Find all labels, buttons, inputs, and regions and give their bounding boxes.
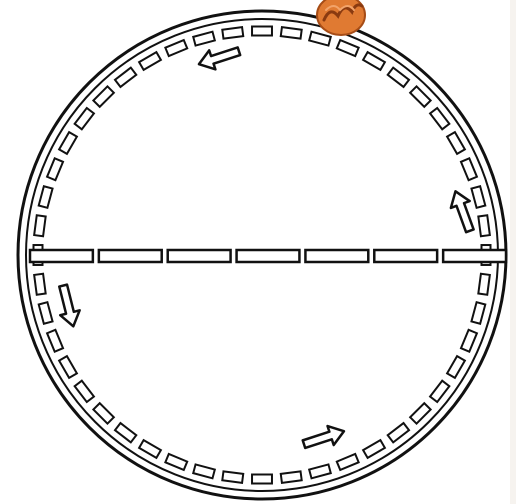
ring-segment — [193, 464, 215, 478]
ring-segment — [115, 68, 136, 87]
diameter-segment — [305, 250, 368, 262]
ring-segment — [59, 356, 77, 378]
ring-segment — [39, 302, 53, 324]
ring-segment — [471, 302, 485, 324]
diameter-segment — [237, 250, 300, 262]
ring-segment — [165, 454, 187, 470]
ring-segment — [478, 215, 490, 236]
ring-segment — [410, 403, 430, 423]
ring-segment — [75, 108, 94, 129]
ring-segment — [461, 330, 477, 352]
ring-segment — [461, 158, 477, 180]
ring-segment — [281, 27, 302, 39]
diameter-segment — [99, 250, 162, 262]
ring-segment — [59, 132, 77, 154]
ring-segment — [478, 274, 490, 295]
arrow-right-icon — [301, 422, 347, 454]
ring-segment — [363, 52, 385, 70]
ring-segment — [447, 356, 465, 378]
orange-coil-icon — [317, 0, 365, 35]
ring-segment — [222, 471, 243, 483]
ring-segment — [363, 440, 385, 458]
ring-segment — [47, 158, 63, 180]
ring-segment — [388, 68, 409, 87]
arrow-down-icon — [53, 283, 83, 329]
ring-segment — [309, 464, 331, 478]
ring-segment — [93, 86, 113, 106]
ring-segment — [430, 108, 449, 129]
diameter-segment — [374, 250, 437, 262]
ring-segment — [139, 52, 161, 70]
ring-segment — [430, 381, 449, 402]
ring-segment — [165, 40, 187, 56]
ring-segment — [93, 403, 113, 423]
diameter-segment — [443, 250, 506, 262]
arrow-left-icon — [196, 42, 242, 74]
ring-segment — [337, 454, 359, 470]
ring-segment — [471, 186, 485, 208]
ring-segment — [337, 40, 359, 56]
ring-segment — [410, 86, 430, 106]
diameter-segments — [30, 250, 506, 262]
ring-segment — [115, 423, 136, 442]
diameter-segment — [168, 250, 231, 262]
ring-segment — [34, 274, 46, 295]
ring-segment — [447, 132, 465, 154]
ring-segment — [193, 32, 215, 46]
ring-segment — [388, 423, 409, 442]
ring-segment — [47, 330, 63, 352]
ring-segment — [139, 440, 161, 458]
ring-segment — [252, 27, 272, 36]
ring-segment — [252, 475, 272, 484]
ring-segment — [75, 381, 94, 402]
ring-segment — [34, 215, 46, 236]
diameter-segment — [30, 250, 93, 262]
ring-segment — [39, 186, 53, 208]
ring-segment — [281, 471, 302, 483]
ring-segment — [222, 27, 243, 39]
ring-segment — [309, 32, 331, 46]
